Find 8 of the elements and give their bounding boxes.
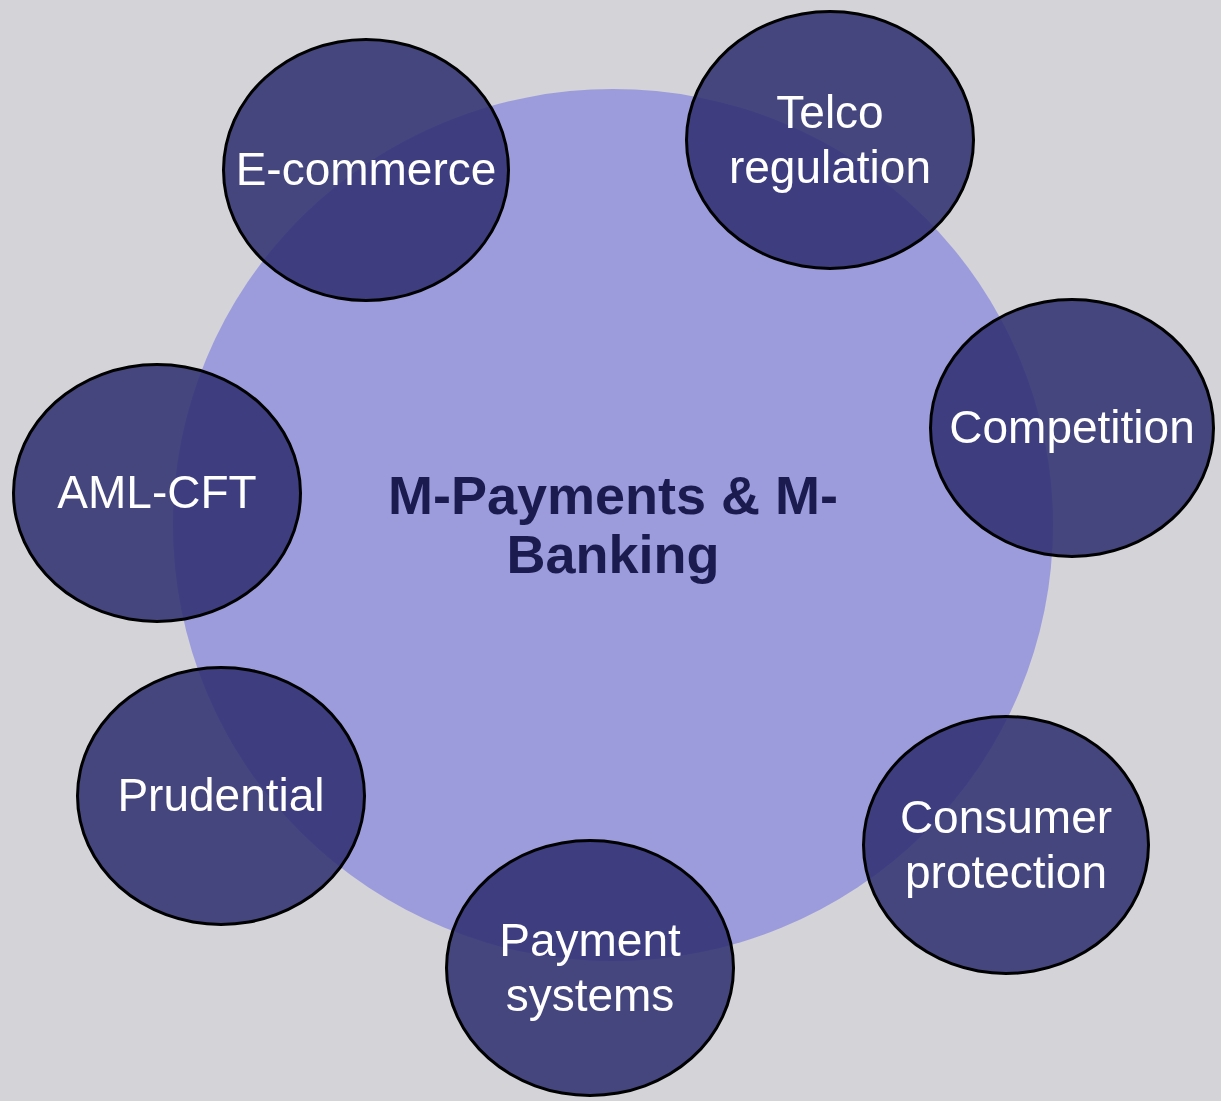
node-label: Payment systems (498, 912, 682, 1023)
node-label: Consumer protection (898, 789, 1114, 900)
node-label: AML-CFT (56, 465, 258, 521)
node-label: Prudential (116, 768, 326, 824)
node-label: E-commerce (235, 142, 497, 198)
node-label: Competition (948, 400, 1196, 456)
center-title: M-Payments & M-Banking (386, 465, 840, 585)
node-label: Telco regulation (727, 84, 932, 195)
